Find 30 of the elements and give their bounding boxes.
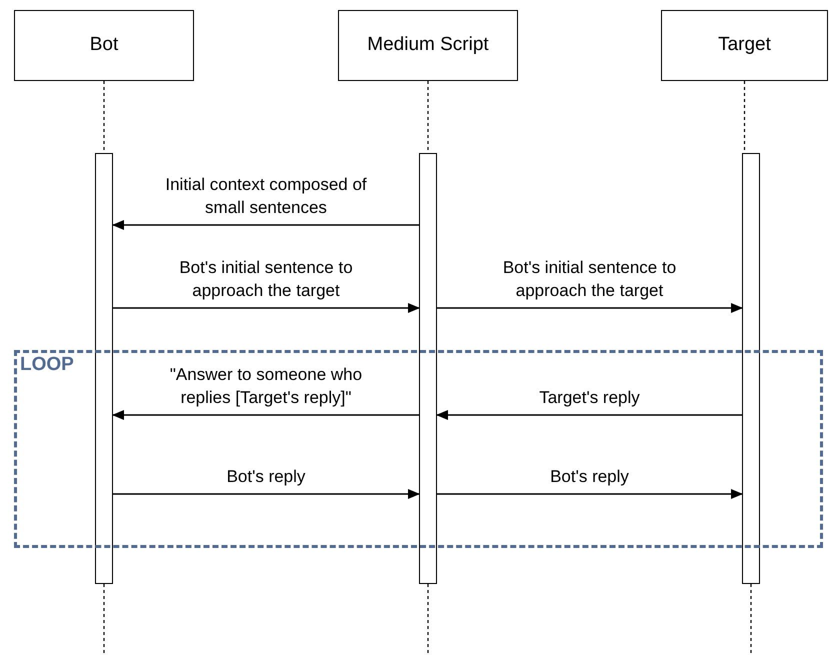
participant-name: Target: [718, 33, 771, 58]
participant-name: Bot: [90, 33, 118, 58]
edge-label: Bot's initial sentence to approach the target: [502, 257, 678, 302]
lifeline: [750, 584, 752, 655]
message-arrow: [436, 410, 742, 420]
message-arrow: [113, 303, 420, 313]
activation-bar: [742, 153, 760, 584]
edge-label: Bot's reply: [226, 466, 306, 488]
activation-bar: [419, 153, 437, 584]
lifeline: [103, 81, 105, 153]
edge-label: Initial context composed of small sentences: [164, 174, 368, 219]
activation-bar: [95, 153, 113, 584]
participant-box: [338, 10, 518, 81]
participant-box: [14, 10, 194, 81]
lifeline: [427, 584, 429, 655]
frame-label: LOOP: [20, 355, 74, 374]
participant-name: Medium Script: [367, 33, 489, 58]
lifeline: [427, 81, 429, 153]
edge-label: "Answer to someone who replies [Target's reply]": [168, 364, 364, 409]
edge-label: Bot's initial sentence to approach the target: [178, 257, 354, 302]
lifeline: [744, 81, 746, 153]
edge-label: Bot's reply: [549, 466, 630, 488]
message-arrow: [437, 303, 743, 313]
message-arrow: [437, 489, 743, 499]
participant-box: [661, 10, 828, 81]
edge-label: Target's reply: [538, 387, 641, 409]
message-arrow: [113, 489, 420, 499]
message-arrow: [112, 410, 419, 420]
message-arrow: [112, 220, 419, 230]
lifeline: [103, 584, 105, 655]
